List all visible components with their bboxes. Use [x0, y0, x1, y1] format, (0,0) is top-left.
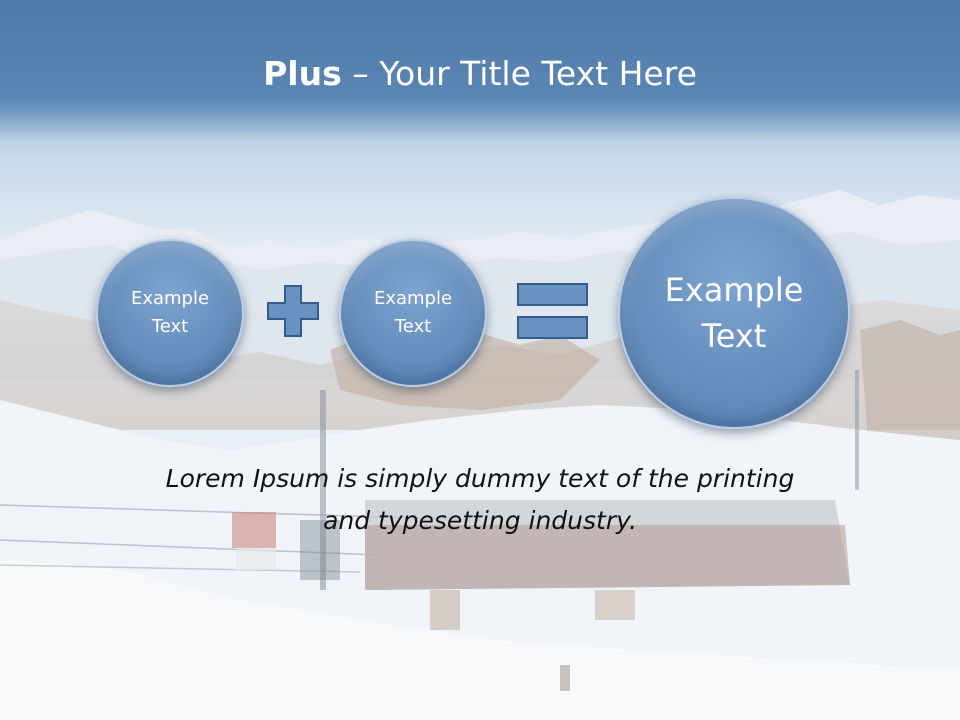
caption-text: Lorem Ipsum is simply dummy text of the …: [80, 458, 880, 542]
title-band: [0, 0, 960, 140]
title-bold: Plus: [263, 54, 342, 93]
circle-operand-2: Example Text: [339, 239, 487, 387]
caption-line-2: and typesetting industry.: [323, 506, 637, 535]
circle-1-label: Example Text: [130, 288, 210, 337]
circle-result: Example Text: [618, 197, 850, 429]
slide-title: Plus – Your Title Text Here: [0, 52, 960, 96]
equals-icon: [517, 283, 588, 339]
circle-2-label: Example Text: [373, 288, 453, 337]
title-rest: – Your Title Text Here: [341, 54, 697, 93]
circle-operand-1: Example Text: [96, 239, 244, 387]
caption-line-1: Lorem Ipsum is simply dummy text of the …: [165, 464, 795, 493]
circle-3-label: Example Text: [664, 271, 804, 355]
plus-icon: [267, 285, 319, 337]
